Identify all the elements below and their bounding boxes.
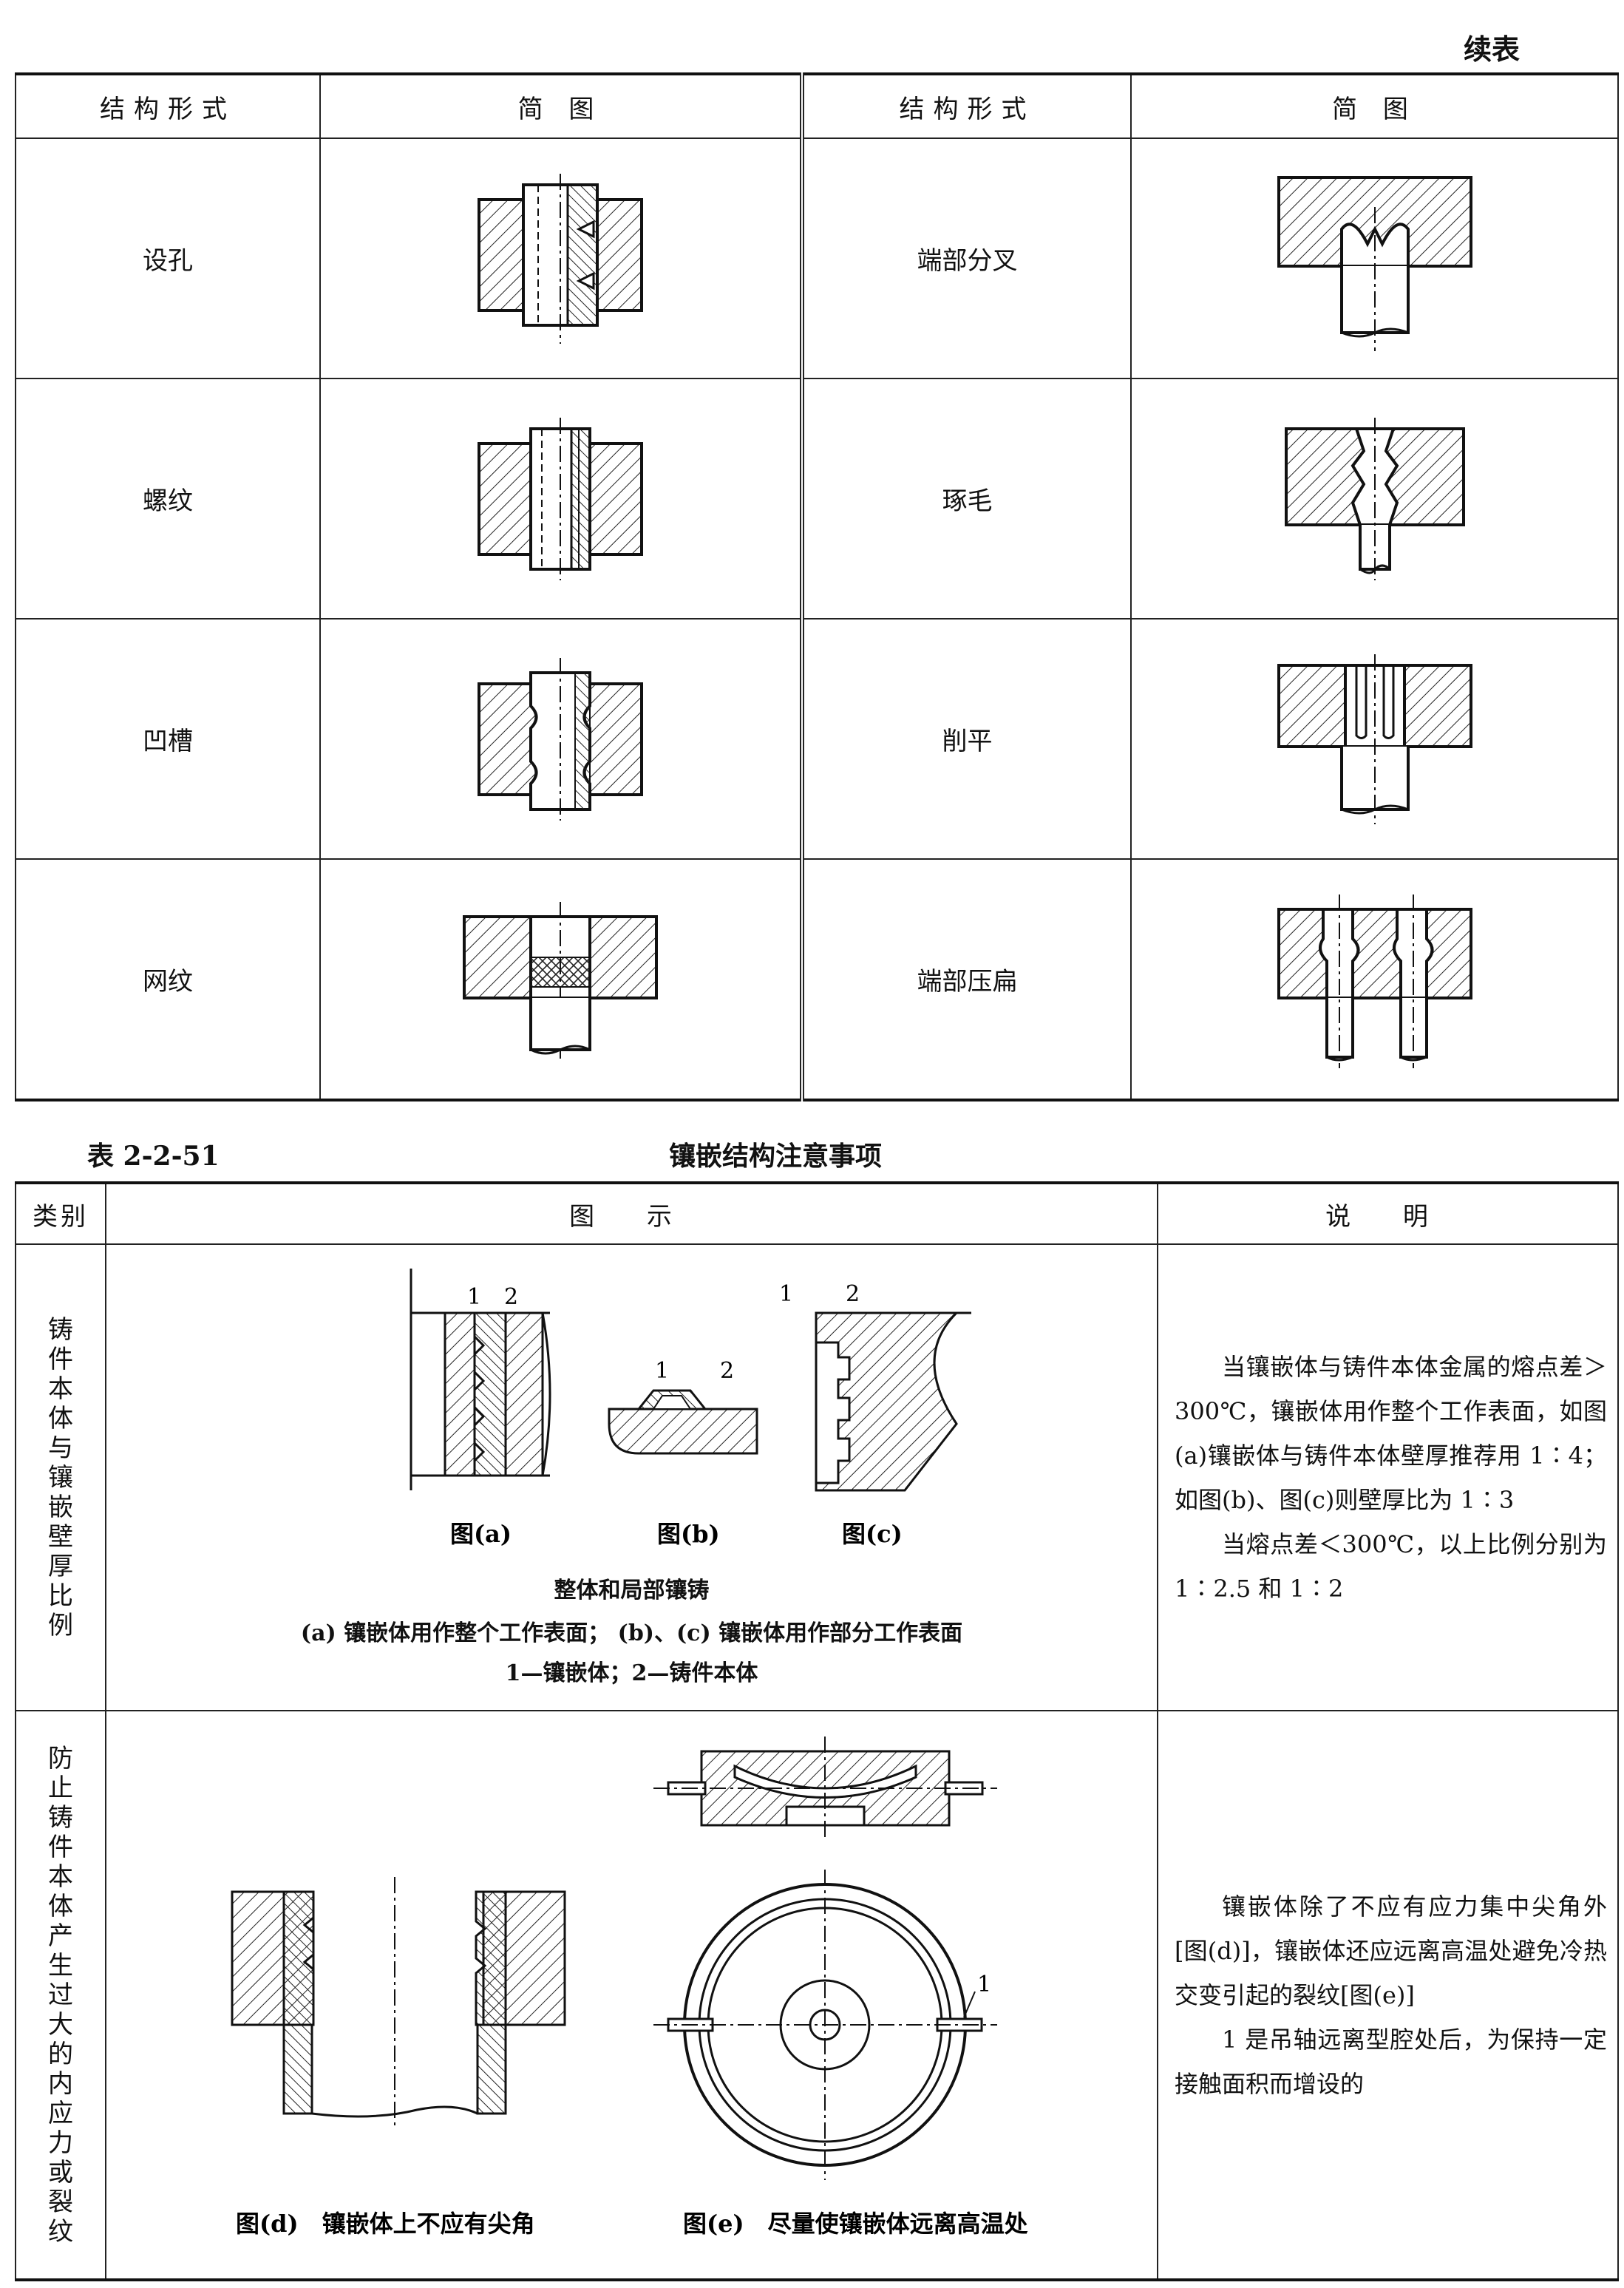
figure-caption-title: 整体和局部镶铸 <box>554 1577 710 1603</box>
category-cell: 铸件本体与镶嵌壁厚比例 <box>15 1243 106 1711</box>
part-number-2: 2 <box>846 1281 860 1307</box>
header-description: 说 明 <box>1157 1182 1619 1245</box>
part-number-2: 2 <box>720 1358 734 1384</box>
row-label: 螺纹 <box>15 378 321 619</box>
row-label: 网纹 <box>15 858 321 1101</box>
table-row: 螺纹 琢毛 <box>15 378 1619 619</box>
figure-cell: 1 图(d) 镶嵌体上不应有尖角 图(e) 尽量使镶嵌体远离高温处 <box>105 1710 1158 2281</box>
precautions-table: 类别 图 示 说 明 铸件本体与镶嵌壁厚比例 1 2 <box>15 1181 1619 2281</box>
category-cell: 防止铸件本体产生过大的内应力或裂纹 <box>15 1710 106 2281</box>
table-row: 网纹 端部压扁 <box>15 858 1619 1101</box>
diagram-thread <box>319 378 804 619</box>
diagram-roughened <box>1130 378 1619 619</box>
header-category: 类别 <box>15 1182 106 1245</box>
category-label: 防止铸件本体产生过大的内应力或裂纹 <box>48 1743 73 2247</box>
table-header-row: 类别 图 示 说 明 <box>15 1182 1619 1245</box>
header-diagram-right: 简 图 <box>1130 73 1619 139</box>
row-label: 削平 <box>801 618 1132 860</box>
part-number-1: 1 <box>779 1281 793 1307</box>
header-diagram-left: 简 图 <box>319 73 804 139</box>
fig-c-label: 图(c) <box>842 1520 903 1548</box>
figure-caption-line2: 1—镶嵌体；2—铸件本体 <box>505 1660 758 1686</box>
header-structure-right: 结构形式 <box>801 73 1132 139</box>
description-paragraph: 1 是吊轴远离型腔处后，为保持一定接触面积而增设的 <box>1175 2025 1607 2098</box>
header-figure: 图 示 <box>105 1182 1158 1245</box>
part-number-1: 1 <box>467 1284 481 1310</box>
table-number: 表 2-2-51 <box>87 1141 220 1172</box>
row-label: 端部分叉 <box>801 138 1132 379</box>
diagram-end-pressed <box>1130 858 1619 1101</box>
figures-de: 1 图(d) 镶嵌体上不应有尖角 图(e) 尽量使镶嵌体远离高温处 <box>231 1736 1028 2238</box>
fig-b-label: 图(b) <box>657 1520 720 1548</box>
row-label: 琢毛 <box>801 378 1132 619</box>
row-label: 设孔 <box>15 138 321 379</box>
diagram-groove <box>319 618 804 860</box>
fig-e-label: 图(e) 尽量使镶嵌体远离高温处 <box>683 2210 1028 2238</box>
description-cell: 镶嵌体除了不应有应力集中尖角外[图(d)]，镶嵌体还应远离高温处避免冷热交变引起… <box>1157 1710 1619 2281</box>
part-number-1: 1 <box>977 1972 991 1997</box>
fig-d-label: 图(d) 镶嵌体上不应有尖角 <box>236 2210 535 2238</box>
category-label: 铸件本体与镶嵌壁厚比例 <box>48 1314 73 1640</box>
description-cell: 当镶嵌体与铸件本体金属的熔点差＞300℃，镶嵌体用作整个工作表面，如图(a)镶嵌… <box>1157 1243 1619 1711</box>
row-label: 端部压扁 <box>801 858 1132 1101</box>
diagram-hole <box>319 138 804 379</box>
description-paragraph: 镶嵌体除了不应有应力集中尖角外[图(d)]，镶嵌体还应远离高温处避免冷热交变引起… <box>1175 1892 1607 2009</box>
structure-table: 结构形式 简 图 结构形式 简 图 设孔 端部分叉 <box>15 72 1619 1101</box>
description-paragraph: 当镶嵌体与铸件本体金属的熔点差＞300℃，镶嵌体用作整个工作表面，如图(a)镶嵌… <box>1175 1352 1607 1514</box>
part-number-1: 1 <box>655 1358 669 1384</box>
table-row: 设孔 端部分叉 <box>15 138 1619 379</box>
table-row: 凹槽 削平 <box>15 618 1619 860</box>
description-paragraph: 当熔点差＜300℃，以上比例分别为 1∶2.5 和 1∶2 <box>1175 1530 1607 1603</box>
table-row: 铸件本体与镶嵌壁厚比例 1 2 1 2 <box>15 1243 1619 1711</box>
row-label: 凹槽 <box>15 618 321 860</box>
figures-abc: 1 2 1 2 1 2 图(a) 图(b) 图(c) <box>410 1268 971 1548</box>
diagram-flattened <box>1130 618 1619 860</box>
diagram-knurl <box>319 858 804 1101</box>
table-title: 镶嵌结构注意事项 <box>669 1141 883 1172</box>
fig-a-label: 图(a) <box>450 1520 512 1548</box>
figure-cell: 1 2 1 2 1 2 图(a) 图(b) 图(c) 整体和局部镶铸 ( <box>105 1243 1158 1711</box>
figure-caption-line1: (a) 镶嵌体用作整个工作表面； (b)、(c) 镶嵌体用作部分工作表面 <box>300 1620 963 1646</box>
part-number-2: 2 <box>504 1284 518 1310</box>
table-header-row: 结构形式 简 图 结构形式 简 图 <box>15 73 1619 139</box>
table-row: 防止铸件本体产生过大的内应力或裂纹 <box>15 1710 1619 2281</box>
header-structure-left: 结构形式 <box>15 73 321 139</box>
continued-label: 续表 <box>1464 33 1521 66</box>
diagram-fork <box>1130 138 1619 379</box>
